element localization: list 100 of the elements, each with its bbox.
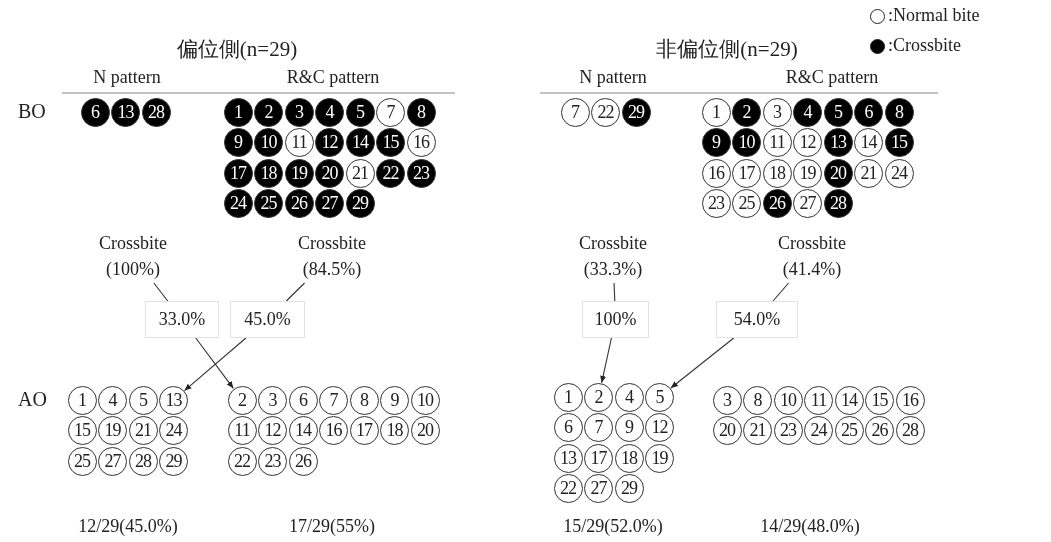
- numbered-circle: 11: [762, 128, 792, 157]
- numbered-circle: 19: [793, 158, 822, 188]
- ratio-label: 15/29(52.0%): [563, 516, 663, 537]
- numbered-circle: 16: [319, 416, 348, 445]
- numbered-circle: 29: [345, 189, 375, 218]
- numbered-circle: 5: [128, 385, 158, 415]
- numbered-circle: 22: [591, 97, 620, 127]
- numbered-circle: 26: [288, 446, 318, 476]
- numbered-circle: 18: [762, 158, 792, 188]
- connector-line: [772, 282, 790, 302]
- arrow: [670, 337, 735, 389]
- numbered-circle: 7: [560, 97, 590, 127]
- numbered-circle: 9: [614, 413, 644, 442]
- legend-label: :Crossbite: [888, 35, 961, 56]
- numbered-circle: 4: [793, 97, 822, 127]
- numbered-circle: 3: [284, 97, 314, 127]
- numbered-circle: 14: [834, 385, 864, 415]
- percentage-box: 100%: [582, 301, 649, 338]
- numbered-circle: 22: [227, 446, 257, 476]
- numbered-circle: 11: [284, 128, 314, 157]
- numbered-circle: 23: [258, 446, 287, 476]
- numbered-circle: 7: [584, 413, 613, 442]
- numbered-circle: 28: [823, 189, 853, 218]
- numbered-circle: 4: [315, 97, 344, 127]
- numbered-circle: 17: [732, 158, 761, 188]
- numbered-circle: 3: [712, 385, 742, 415]
- numbered-circle: 1: [701, 97, 731, 127]
- numbered-circle: 17: [349, 416, 379, 445]
- numbered-circle: 15: [884, 128, 914, 157]
- numbered-circle: 3: [762, 97, 792, 127]
- row-label: BO: [18, 100, 46, 123]
- numbered-circle: 21: [128, 416, 158, 445]
- numbered-circle: 29: [159, 446, 188, 476]
- arrow: [195, 337, 234, 389]
- numbered-circle: 14: [288, 416, 318, 445]
- numbered-circle: 13: [553, 443, 583, 473]
- ratio-label: 14/29(48.0%): [760, 516, 860, 537]
- numbered-circle: 24: [159, 416, 188, 445]
- connector-line: [285, 282, 306, 302]
- numbered-circle: 27: [315, 189, 344, 218]
- numbered-circle: 23: [701, 189, 731, 218]
- numbered-circle: 17: [584, 443, 613, 473]
- numbered-circle: 21: [743, 416, 772, 445]
- numbered-circle: 5: [645, 382, 674, 412]
- result-label: Crossbite (41.4%): [762, 230, 862, 282]
- legend-label: :Normal bite: [888, 5, 980, 26]
- numbered-circle: 26: [284, 189, 314, 218]
- numbered-circle: 29: [614, 474, 644, 503]
- numbered-circle: 2: [584, 382, 613, 412]
- numbered-circle: 9: [701, 128, 731, 157]
- numbered-circle: 27: [98, 446, 127, 476]
- numbered-circle: 5: [345, 97, 375, 127]
- numbered-circle: 15: [865, 385, 894, 415]
- numbered-circle: 25: [834, 416, 864, 445]
- numbered-circle: 13: [159, 385, 188, 415]
- numbered-circle: 6: [553, 413, 583, 442]
- numbered-circle: 14: [854, 128, 883, 157]
- numbered-circle: 23: [773, 416, 803, 445]
- numbered-circle: 19: [98, 416, 127, 445]
- numbered-circle: 17: [223, 158, 253, 188]
- numbered-circle: 21: [345, 158, 375, 188]
- numbered-circle: 22: [553, 474, 583, 503]
- numbered-circle: 2: [254, 97, 283, 127]
- numbered-circle: 10: [773, 385, 803, 415]
- numbered-circle: 16: [701, 158, 731, 188]
- numbered-circle: 24: [223, 189, 253, 218]
- numbered-circle: 12: [793, 128, 822, 157]
- ratio-label: 17/29(55%): [289, 516, 375, 537]
- percentage-box: 54.0%: [716, 301, 798, 338]
- numbered-circle: 19: [284, 158, 314, 188]
- numbered-circle: 4: [98, 385, 127, 415]
- numbered-circle: 28: [128, 446, 158, 476]
- numbered-circle: 12: [315, 128, 344, 157]
- arrow: [183, 337, 247, 392]
- numbered-circle: 9: [380, 385, 409, 415]
- numbered-circle: 11: [227, 416, 257, 445]
- numbered-circle: 25: [254, 189, 283, 218]
- panel-title: 偏位側(n=29): [176, 36, 298, 63]
- numbered-circle: 15: [67, 416, 97, 445]
- numbered-circle: 24: [804, 416, 833, 445]
- numbered-circle: 15: [376, 128, 405, 157]
- numbered-circle: 20: [410, 416, 440, 445]
- numbered-circle: 18: [380, 416, 409, 445]
- numbered-circle: 8: [743, 385, 772, 415]
- numbered-circle: 26: [762, 189, 792, 218]
- result-label: Crossbite (84.5%): [282, 230, 382, 282]
- numbered-circle: 5: [823, 97, 853, 127]
- numbered-circle: 20: [823, 158, 853, 188]
- column-heading: R&C pattern: [286, 67, 380, 88]
- numbered-circle: 6: [80, 97, 110, 127]
- numbered-circle: 1: [67, 385, 97, 415]
- numbered-circle: 18: [614, 443, 644, 473]
- numbered-circle: 7: [319, 385, 348, 415]
- numbered-circle: 7: [376, 97, 405, 127]
- numbered-circle: 6: [288, 385, 318, 415]
- percentage-box: 33.0%: [145, 301, 219, 338]
- numbered-circle: 8: [349, 385, 379, 415]
- numbered-circle: 18: [254, 158, 283, 188]
- numbered-circle: 13: [111, 97, 140, 127]
- numbered-circle: 10: [732, 128, 761, 157]
